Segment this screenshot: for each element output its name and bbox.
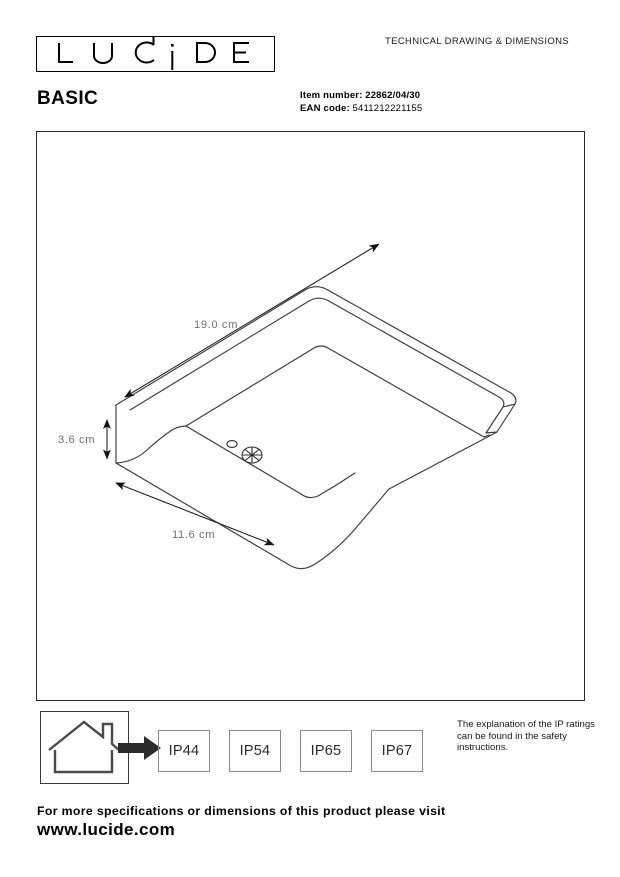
brand-logo [36,36,275,72]
brand-logo-lettering [58,37,249,70]
product-isometric-drawing: 19.0 cm 3.6 cm 11.6 cm [58,243,517,570]
ip-rating-label: IP54 [239,743,271,759]
item-number-row: Item number: 22862/04/30 [300,89,422,102]
dimension-height-label: 3.6 cm [58,434,95,446]
right-arrow-icon [118,736,161,760]
product-identifiers: Item number: 22862/04/30 EAN code: 54112… [300,89,422,115]
dimension-depth-label: 11.6 cm [172,529,215,541]
ip-rating-badge-2[interactable]: IP65 [300,730,352,772]
footer-website-link[interactable]: www.lucide.com [37,820,176,839]
page-title: BASIC [37,88,99,109]
item-number-label: Item number: [300,90,363,101]
ean-code-label: EAN code: [300,103,350,114]
ip-rating-badge-0[interactable]: IP44 [158,730,210,772]
dimension-length-label: 19.0 cm [194,319,238,331]
sensor-indicator-oval [226,440,238,448]
ean-code-value: 5411212221155 [352,103,423,114]
ip-rating-label: IP67 [381,743,413,759]
ip-rating-note: The explanation of the IP ratings can be… [457,719,595,754]
dimension-length: 19.0 cm [124,243,380,398]
ip-rating-badge-1[interactable]: IP54 [229,730,281,772]
ip-rating-label: IP44 [168,743,200,759]
document-type-label: TECHNICAL DRAWING & DIMENSIONS [385,36,569,47]
product-outline [115,286,517,570]
house-icon [48,720,120,774]
dimension-height: 3.6 cm [58,419,111,460]
technical-drawing-frame: 19.0 cm 3.6 cm 11.6 cm [36,131,585,701]
indoor-outdoor-house-container [40,711,129,784]
ip-rating-label: IP65 [310,743,342,759]
dimension-depth: 11.6 cm [115,482,275,546]
footer-prompt-text: For more specifications or dimensions of… [37,804,446,818]
ip-rating-badge-3[interactable]: IP67 [371,730,423,772]
item-number-value: 22862/04/30 [365,90,421,101]
ean-code-row: EAN code: 5411212221155 [300,102,422,115]
motion-sensor-detail [226,440,263,464]
